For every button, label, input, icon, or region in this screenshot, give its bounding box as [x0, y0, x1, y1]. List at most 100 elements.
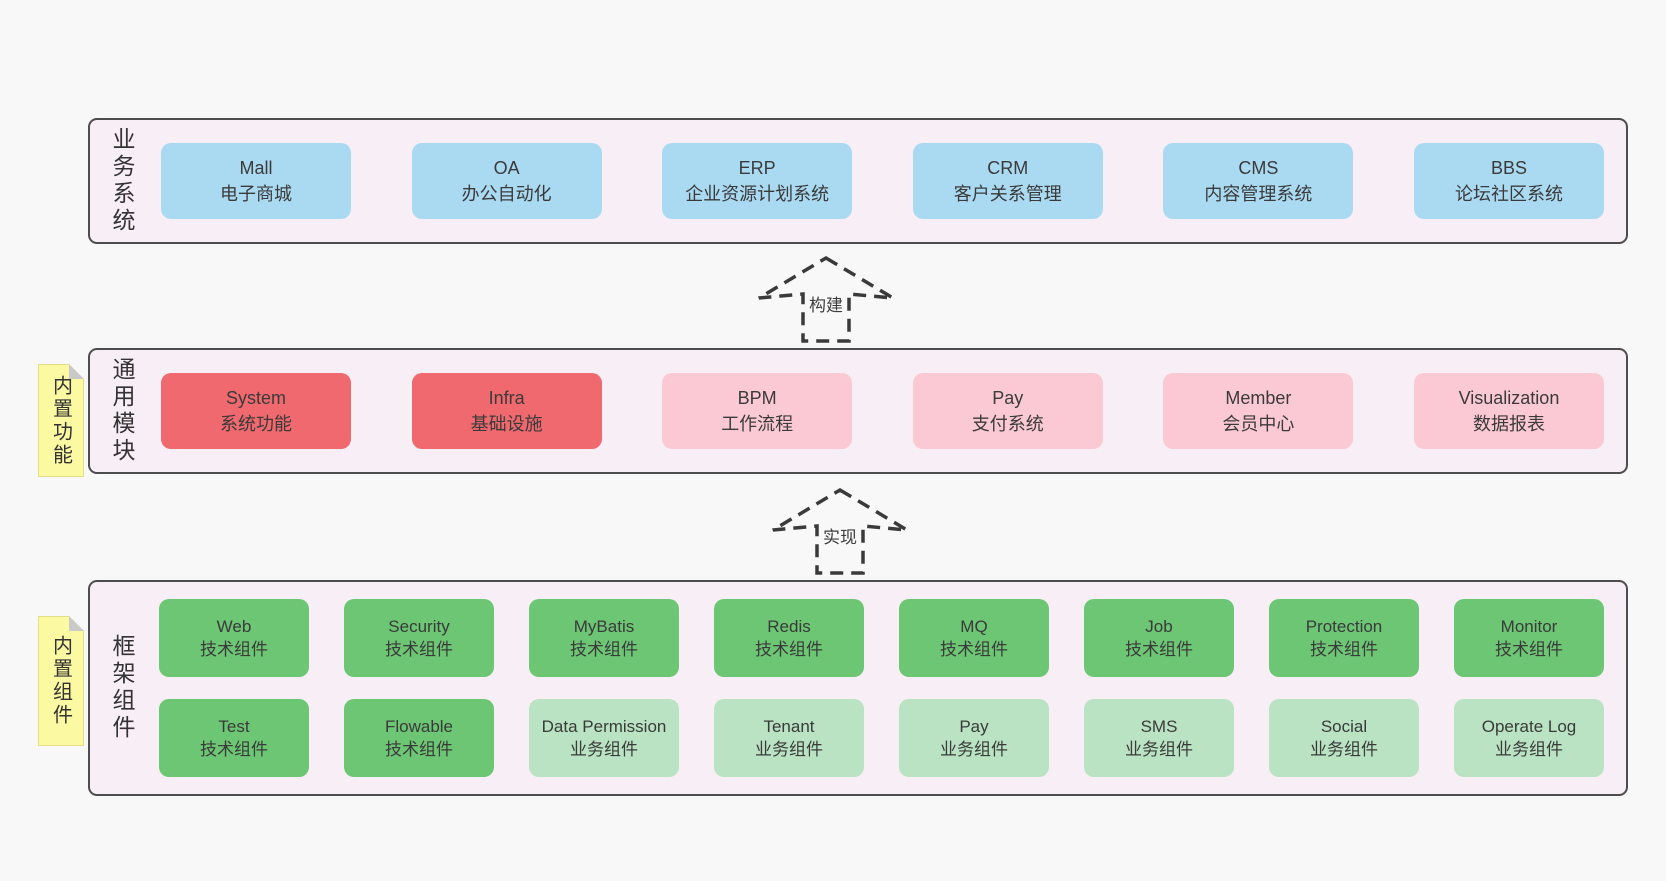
layer-title-business-systems: 业务系统	[109, 127, 135, 235]
module-desc: 技术组件	[1495, 640, 1563, 659]
module-name: SMS	[1140, 716, 1178, 736]
module-desc: 技术组件	[1125, 640, 1193, 659]
module-name: Data Permission	[541, 716, 667, 736]
build-arrow: 构建	[756, 254, 896, 344]
module-name: System	[225, 387, 286, 408]
module-box-tenant: Tenant 业务组件	[714, 699, 864, 777]
module-desc: 系统功能	[220, 414, 292, 434]
module-desc: 业务组件	[940, 740, 1008, 759]
module-desc: 支付系统	[971, 414, 1044, 434]
module-name: Pay	[992, 387, 1024, 408]
module-box-mq: MQ 技术组件	[899, 599, 1049, 677]
common-modules-box-row: System 系统功能 Infra 基础设施 BPM 工作流程 Pay 支付系统 Member 会…	[139, 373, 1626, 449]
module-box-erp: ERP 企业资源计划系统	[662, 143, 853, 219]
module-box-job: Job 技术组件	[1084, 599, 1234, 677]
module-desc: 技术组件	[755, 640, 823, 659]
module-desc: 业务组件	[570, 740, 638, 759]
module-desc: 数据报表	[1472, 414, 1545, 434]
implement-arrow-label: 实现	[820, 522, 860, 549]
module-desc: 客户关系管理	[953, 184, 1062, 204]
module-name: Visualization	[1458, 387, 1560, 408]
business-systems-box-row: Mall 电子商城 OA 办公自动化 ERP 企业资源计划系统 CRM 客户关系管理 CMS 内容…	[139, 143, 1626, 219]
module-desc: 技术组件	[385, 640, 453, 659]
dashed-up-arrow-icon	[772, 487, 908, 575]
implement-arrow: 实现	[770, 486, 910, 576]
module-box-cms: CMS 内容管理系统	[1163, 143, 1354, 219]
module-box-infra: Infra 基础设施	[411, 373, 602, 449]
module-name: ERP	[738, 157, 776, 178]
module-box-sms: SMS 业务组件	[1084, 699, 1234, 777]
module-name: BBS	[1490, 157, 1527, 178]
module-box-pay: Pay 支付系统	[912, 373, 1103, 449]
module-name: Social	[1320, 716, 1368, 736]
module-name: Job	[1145, 616, 1173, 636]
module-name: MQ	[960, 616, 988, 636]
sticky-note-builtin-features: 内置功能	[38, 364, 84, 477]
module-name: Tenant	[763, 716, 815, 736]
sticky-note-label: 内置功能	[49, 374, 72, 467]
module-desc: 电子商城	[220, 184, 292, 204]
module-name: OA	[493, 157, 520, 178]
sticky-note-builtin-components: 内置组件	[38, 616, 84, 746]
module-desc: 办公自动化	[461, 184, 552, 204]
module-name: Protection	[1305, 616, 1383, 636]
layer-title-framework-components: 框架组件	[109, 634, 135, 742]
module-box-data-permission: Data Permission 业务组件	[529, 699, 679, 777]
module-box-pay: Pay 业务组件	[899, 699, 1049, 777]
module-box-system: System 系统功能	[161, 373, 351, 449]
module-name: MyBatis	[573, 616, 635, 636]
module-name: CMS	[1238, 157, 1279, 178]
sticky-note-label: 内置组件	[49, 635, 72, 727]
module-name: Pay	[959, 716, 989, 736]
module-desc: 企业资源计划系统	[685, 184, 830, 204]
module-name: Flowable	[384, 716, 454, 736]
module-box-bpm: BPM 工作流程	[662, 373, 853, 449]
layer-title-common-modules: 通用模块	[109, 357, 135, 465]
module-desc: 技术组件	[385, 740, 453, 759]
module-desc: 技术组件	[1310, 640, 1378, 659]
module-box-operate-log: Operate Log 业务组件	[1454, 699, 1604, 777]
module-box-web: Web 技术组件	[159, 599, 309, 677]
module-desc: 基础设施	[470, 414, 543, 434]
module-box-protection: Protection 技术组件	[1269, 599, 1419, 677]
module-box-bbs: BBS 论坛社区系统	[1413, 143, 1604, 219]
module-name: CRM	[987, 157, 1029, 178]
module-name: Redis	[767, 616, 811, 636]
dashed-up-arrow-icon	[758, 255, 894, 343]
layer-common-modules: 通用模块 System 系统功能 Infra 基础设施 BPM 工作流程 Pay 支付系统 Me…	[88, 348, 1628, 474]
module-name: Monitor	[1500, 616, 1558, 636]
module-desc: 业务组件	[1125, 740, 1193, 759]
module-desc: 业务组件	[1310, 740, 1378, 759]
module-desc: 业务组件	[755, 740, 823, 759]
build-arrow-label: 构建	[806, 290, 846, 317]
module-desc: 技术组件	[200, 640, 268, 659]
module-desc: 会员中心	[1222, 414, 1295, 434]
module-desc: 技术组件	[200, 740, 268, 759]
module-desc: 技术组件	[570, 640, 638, 659]
module-box-monitor: Monitor 技术组件	[1454, 599, 1604, 677]
module-box-member: Member 会员中心	[1163, 373, 1354, 449]
module-name: BPM	[737, 387, 777, 408]
module-box-test: Test 技术组件	[159, 699, 309, 777]
module-desc: 内容管理系统	[1204, 184, 1313, 204]
module-box-oa: OA 办公自动化	[411, 143, 602, 219]
module-desc: 技术组件	[940, 640, 1008, 659]
module-name: Test	[218, 716, 250, 736]
module-box-mybatis: MyBatis 技术组件	[529, 599, 679, 677]
module-box-crm: CRM 客户关系管理	[912, 143, 1103, 219]
module-box-flowable: Flowable 技术组件	[344, 699, 494, 777]
layer-business-systems: 业务系统 Mall 电子商城 OA 办公自动化 ERP 企业资源计划系统 CRM 客户关系管理…	[88, 118, 1628, 244]
module-desc: 论坛社区系统	[1454, 184, 1563, 204]
module-name: Infra	[488, 387, 525, 408]
module-name: Member	[1225, 387, 1292, 408]
module-name: Mall	[239, 157, 273, 178]
module-box-redis: Redis 技术组件	[714, 599, 864, 677]
module-name: Web	[216, 616, 252, 636]
module-box-social: Social 业务组件	[1269, 699, 1419, 777]
module-name: Operate Log	[1481, 716, 1577, 736]
module-box-visualization: Visualization 数据报表	[1413, 373, 1604, 449]
module-desc: 业务组件	[1495, 740, 1563, 759]
module-desc: 工作流程	[721, 414, 794, 434]
